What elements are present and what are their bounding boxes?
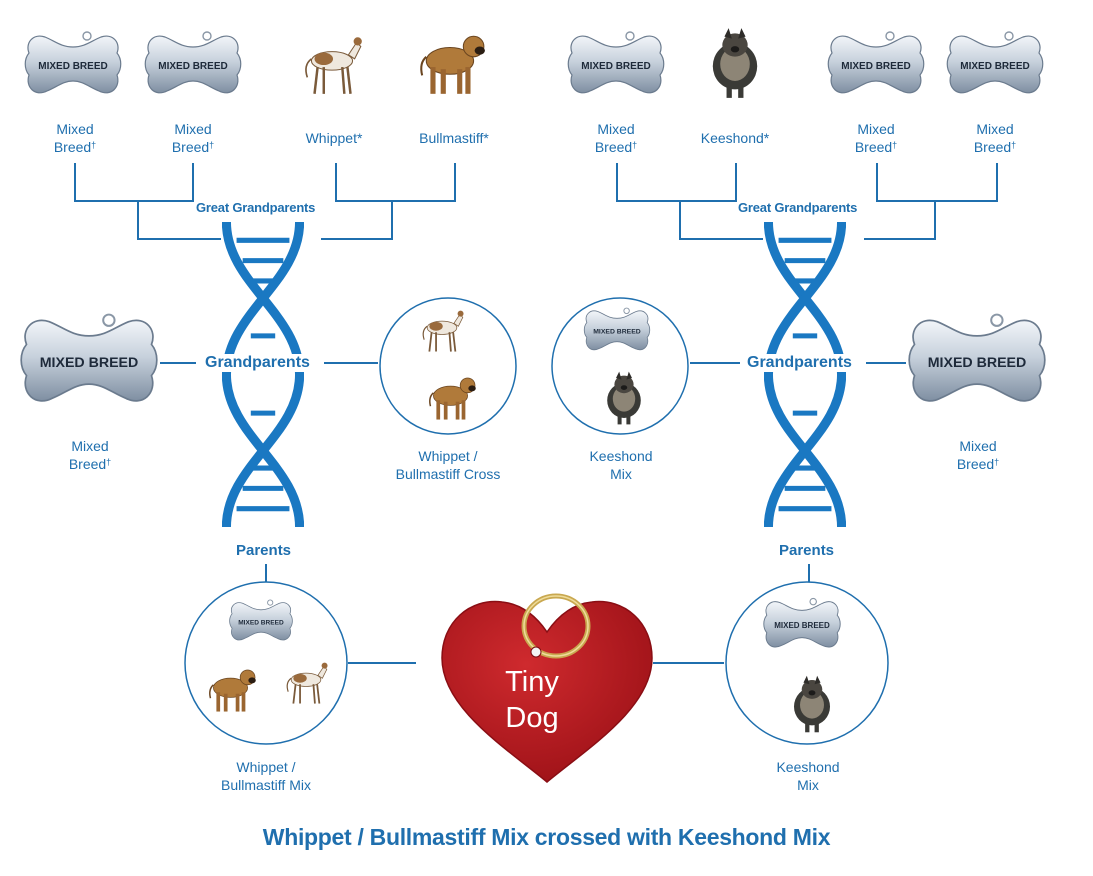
keeshond-dog-image (712, 28, 758, 98)
keeshond-dog-image (607, 371, 641, 425)
great-grandparents-heading: Great Grandparents (196, 200, 316, 215)
whippet-dog-image (286, 661, 329, 705)
svg-text:MIXED BREED: MIXED BREED (38, 61, 107, 72)
svg-text:MIXED BREED: MIXED BREED (158, 61, 227, 72)
mixed-breed-tag-icon: MIXED BREED (24, 31, 122, 94)
bullmastiff-dog-image (429, 377, 477, 421)
mixed-breed-tag-icon: MIXED BREED (567, 31, 665, 94)
great-grandparent-label: Keeshond* (700, 130, 770, 146)
great-grandparent-label: Mixed Breed† (854, 121, 898, 155)
svg-text:MIXED BREED: MIXED BREED (928, 355, 1027, 371)
parent-label: Keeshond Mix (776, 759, 840, 793)
great-grandparents-heading: Great Grandparents (738, 200, 858, 215)
bullmastiff-dog-image (209, 669, 257, 713)
diagram-title: Whippet / Bullmastiff Mix crossed with K… (262, 824, 831, 850)
grandparent-label: Mixed Breed† (68, 438, 112, 472)
mixed-breed-tag-icon: MIXED BREED (20, 313, 158, 402)
heart-tag-icon: Tiny Dog (441, 593, 653, 783)
grandparent-label: Whippet / Bullmastiff Cross (395, 448, 501, 482)
svg-text:MIXED BREED: MIXED BREED (40, 355, 139, 371)
svg-text:MIXED BREED: MIXED BREED (238, 619, 284, 626)
grandparent-label: Mixed Breed† (956, 438, 1000, 472)
svg-text:MIXED BREED: MIXED BREED (841, 61, 910, 72)
grandparent-label: Keeshond Mix (589, 448, 653, 482)
grandparents-heading: Grandparents (203, 354, 312, 372)
great-grandparent-label: Mixed Breed† (594, 121, 638, 155)
great-grandparent-label: Mixed Breed† (973, 121, 1017, 155)
great-grandparent-label: Bullmastiff* (419, 130, 489, 146)
svg-text:MIXED BREED: MIXED BREED (774, 621, 830, 630)
parent-label: Whippet / Bullmastiff Mix (221, 759, 311, 793)
whippet-dog-image (304, 36, 363, 96)
mixed-breed-tag-icon: MIXED BREED (583, 307, 651, 351)
parents-heading: Parents (779, 542, 835, 559)
mixed-breed-tag-icon: MIXED BREED (144, 31, 242, 94)
svg-text:MIXED BREED: MIXED BREED (581, 61, 650, 72)
great-grandparent-label: Mixed Breed† (53, 121, 97, 155)
tag-text-line1: Tiny (505, 666, 559, 698)
bullmastiff-dog-image (420, 35, 486, 95)
grandparents-heading: Grandparents (745, 354, 854, 372)
parents-heading: Parents (236, 542, 292, 559)
mixed-breed-tag-icon: MIXED BREED (763, 597, 841, 648)
keeshond-dog-image (794, 675, 830, 733)
svg-text:MIXED BREED: MIXED BREED (593, 328, 641, 335)
whippet-dog-image (422, 309, 465, 353)
mixed-breed-tag-icon: MIXED BREED (229, 599, 293, 641)
great-grandparent-label: Mixed Breed† (171, 121, 215, 155)
tag-text-line2: Dog (505, 702, 558, 734)
great-grandparent-label: Whippet* (305, 130, 363, 146)
svg-text:MIXED BREED: MIXED BREED (960, 61, 1029, 72)
mixed-breed-tag-icon: MIXED BREED (827, 31, 925, 94)
mixed-breed-tag-icon: MIXED BREED (908, 313, 1046, 402)
mixed-breed-tag-icon: MIXED BREED (946, 31, 1044, 94)
